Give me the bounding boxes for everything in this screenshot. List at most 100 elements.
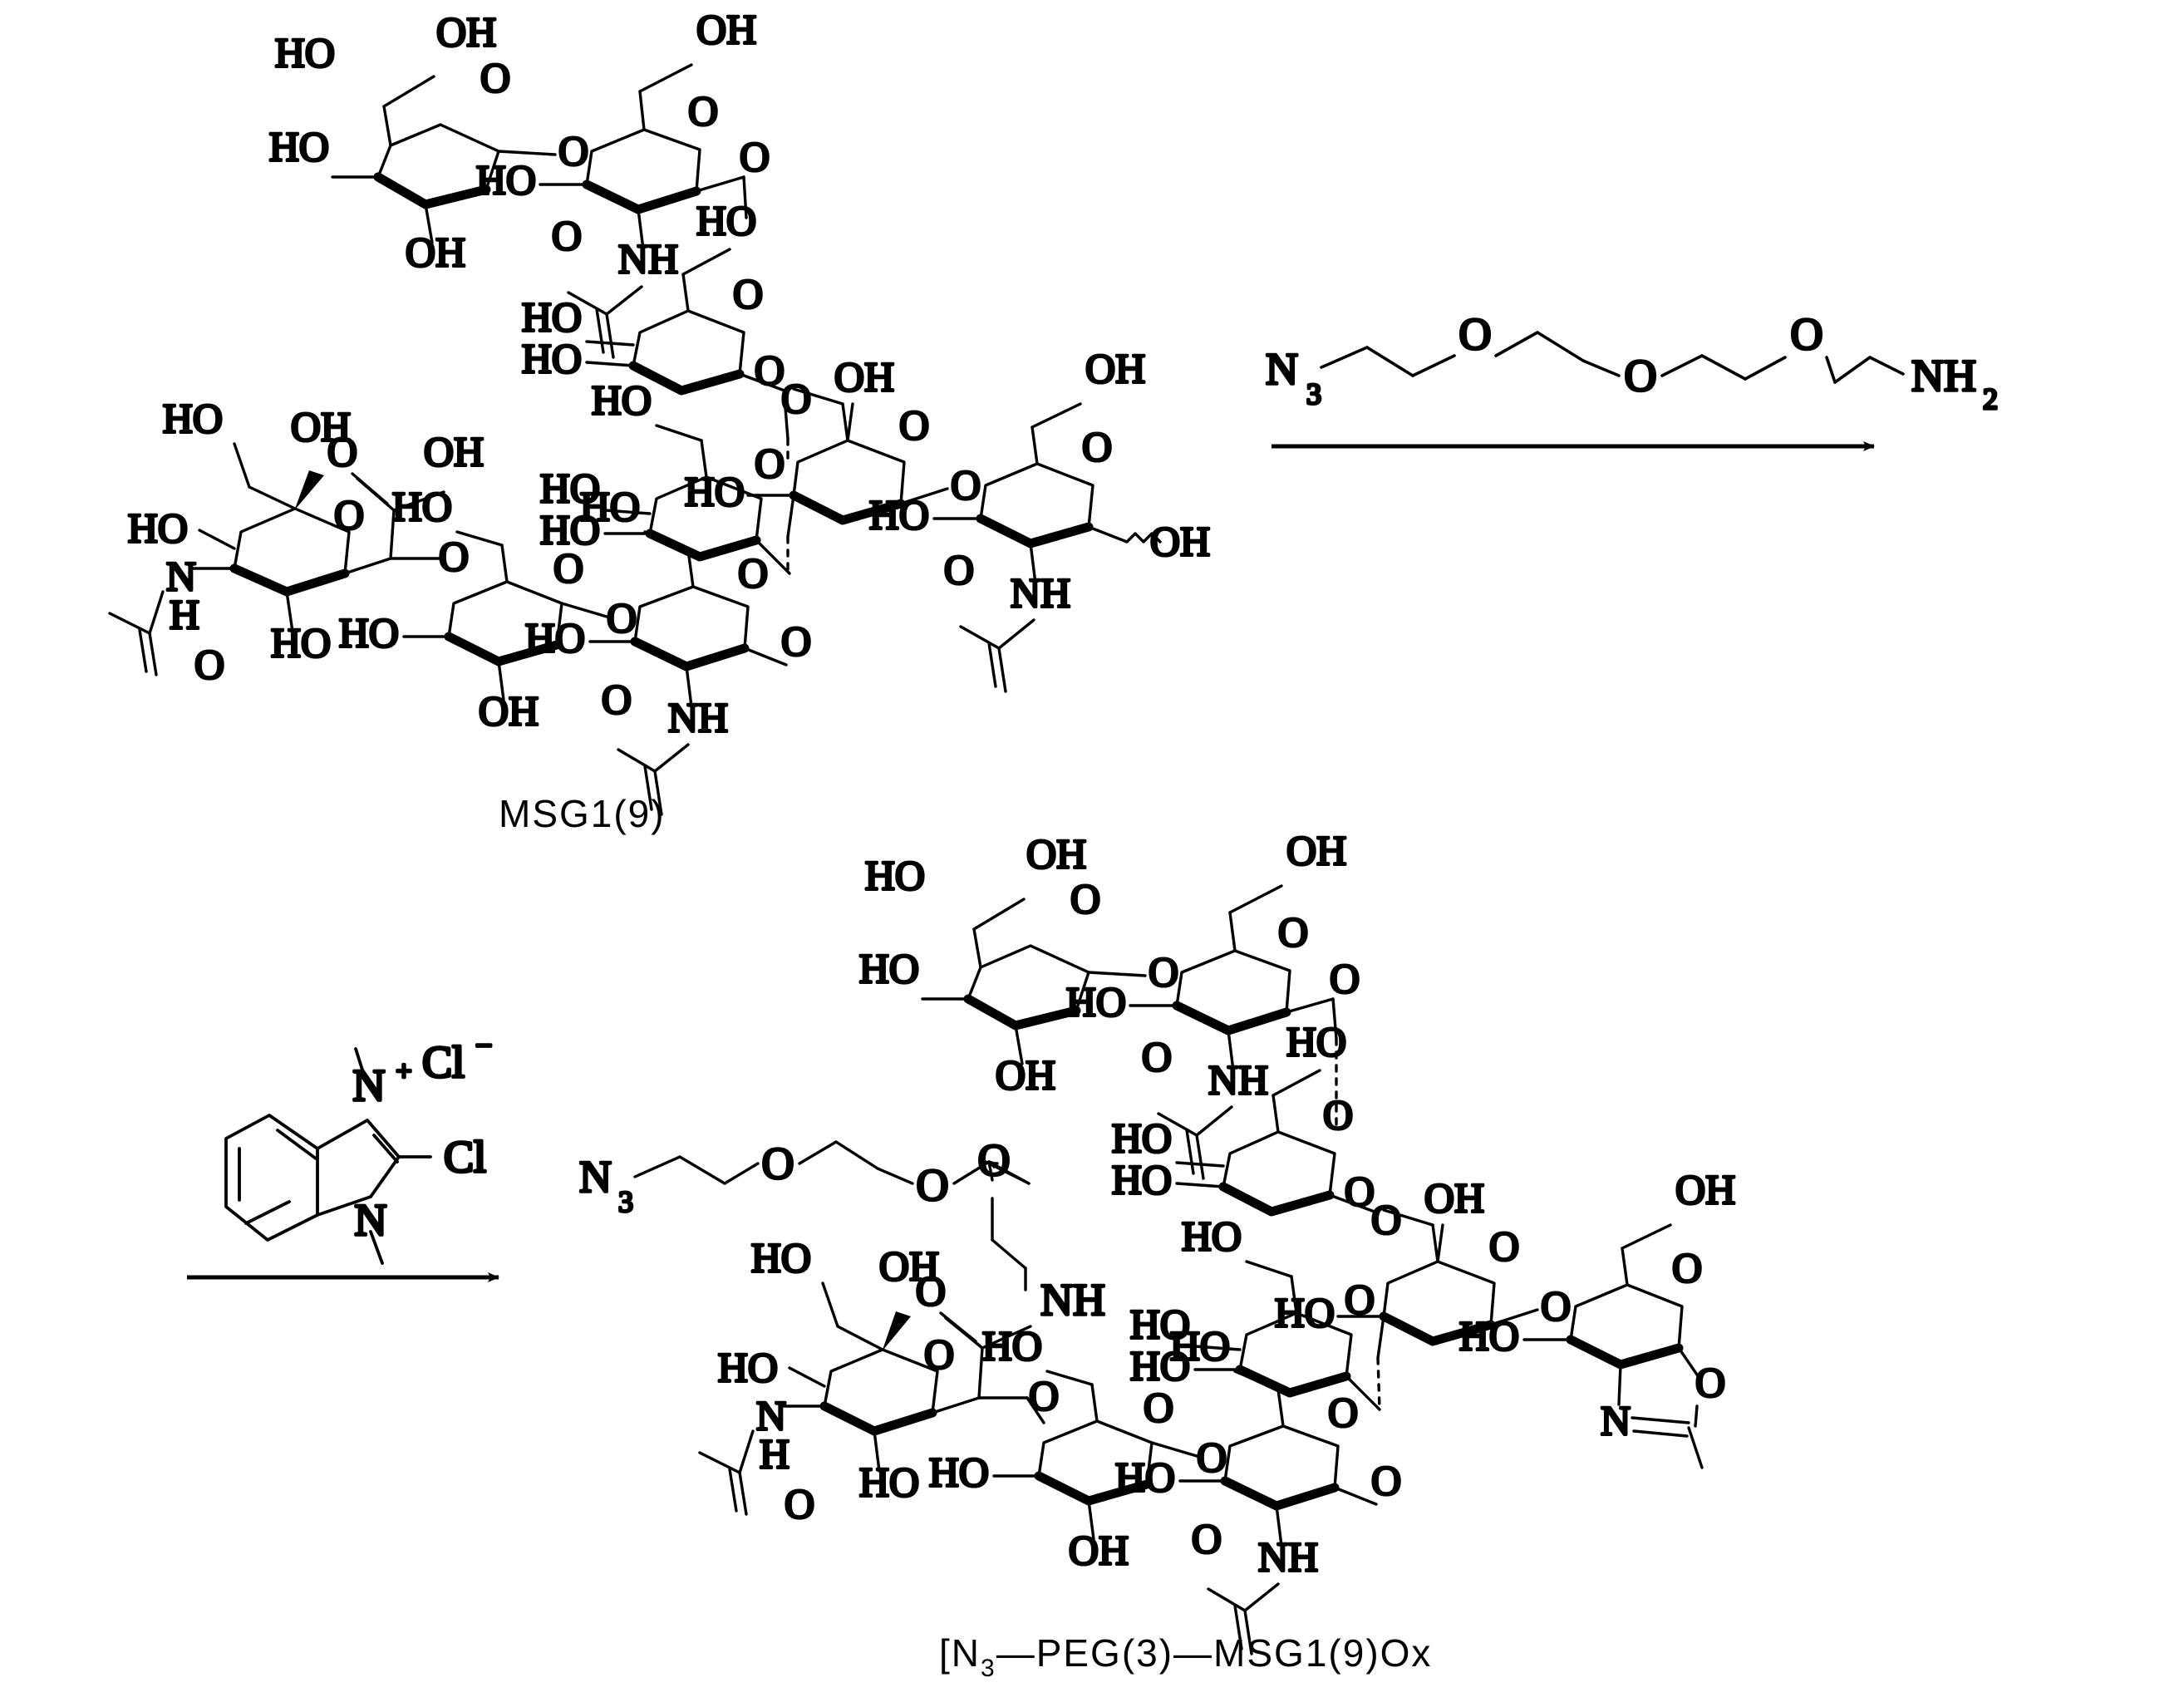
atom-label-oh: OH	[1675, 1166, 1735, 1213]
atom-label-charge-minus: −	[475, 1029, 492, 1062]
atom-label-o: O	[1371, 1196, 1401, 1242]
product-residue-glcnac-lower: HO HO O NH O O	[1114, 1321, 1403, 1655]
atom-label-nh2-sub: 2	[1983, 382, 1998, 416]
atom-label-nh: NH	[1208, 1056, 1268, 1103]
atom-label-n3-sub: 3	[618, 1185, 633, 1218]
residue-glcnac-lower: HO HO O NH O O	[524, 481, 813, 816]
label-product-subscript: 3	[981, 1655, 996, 1682]
atom-label-o-glycosidic: O	[439, 533, 469, 579]
atom-label-oh: OH	[879, 1242, 939, 1289]
atom-label-o-oxazoline: O	[1695, 1359, 1725, 1405]
atom-label-o-carbonyl: O	[552, 212, 582, 258]
atom-label-ho: HO	[1130, 1301, 1190, 1347]
product-residue-gal-upper: HO OH HO OH O O	[858, 829, 1180, 1099]
atom-label-o: O	[480, 54, 510, 101]
product-residue-gal-lower: HO HO O OH O	[927, 1321, 1228, 1574]
atom-label-o-ether: O	[1625, 351, 1657, 401]
atom-label-h: H	[760, 1430, 789, 1477]
atom-label-n3: N	[1266, 344, 1298, 394]
atom-label-n: N	[756, 1392, 786, 1439]
residue-man-upper: HO HO HO O O	[520, 195, 813, 440]
product-residue-man-core: O HO OH O O	[1273, 1166, 1572, 1360]
atom-label-o: O	[740, 133, 770, 180]
atom-label-n: N	[166, 553, 196, 599]
atom-label-o-carbonyl: O	[1192, 1515, 1222, 1562]
atom-label-ho: HO	[751, 1234, 811, 1281]
atom-label-o-glycosidic: O	[951, 461, 981, 508]
residue-man-lower: HO HO HO O	[539, 375, 791, 575]
atom-label-oh: OH	[479, 687, 539, 734]
atom-label-n3: N	[579, 1152, 612, 1202]
atom-label-oh: OH	[996, 1051, 1055, 1098]
atom-label-o-carbonyl: O	[1142, 1033, 1172, 1080]
atom-label-o: O	[781, 617, 811, 664]
product-residue-man-lower: HO HO HO O	[1129, 1211, 1381, 1411]
atom-label-oh: OH	[1424, 1174, 1484, 1221]
atom-label-o: O	[1672, 1244, 1702, 1291]
atom-label-ho: HO	[1275, 1289, 1335, 1336]
atom-label-ho: HO	[522, 293, 582, 340]
atom-label-oh: OH	[696, 6, 756, 52]
label-product: [N3—PEG(3)—MSG1(9)Ox	[939, 1631, 1432, 1683]
atom-label-o: O	[1328, 1389, 1358, 1435]
label-product-rest: —PEG(3)—MSG1(9)Ox	[996, 1631, 1433, 1675]
atom-label-nh: NH	[1011, 569, 1070, 616]
atom-label-ho: HO	[718, 1344, 778, 1390]
atom-label-o-carbonyl: O	[944, 546, 974, 593]
atom-label-o: O	[755, 440, 785, 486]
atom-label-nh: NH	[618, 235, 678, 282]
residue-gal-lower: HO HO O OH O	[337, 481, 638, 735]
reagent-azido-peg3-amine: N 3 O O O NH 2	[1264, 307, 2000, 417]
atom-label-o: O	[1144, 1384, 1173, 1430]
residue-neu5ac: HO OH HO N H HO O OH O O O	[108, 393, 485, 689]
atom-label-ho: HO	[269, 123, 329, 170]
atom-label-ho: HO	[163, 395, 223, 441]
atom-label-o-carbonyl: O	[785, 1480, 814, 1527]
atom-label-o: O	[924, 1331, 954, 1377]
atom-label-o-carbonyl: O	[327, 428, 357, 475]
atom-label-ho: HO	[275, 29, 335, 76]
atom-label-ho: HO	[865, 852, 925, 898]
atom-label-o: O	[334, 491, 364, 538]
atom-label-o: O	[688, 87, 718, 134]
atom-label-ho: HO	[929, 1449, 989, 1495]
atom-label-ho: HO	[982, 1322, 1042, 1369]
atom-label-ho: HO	[476, 156, 536, 203]
atom-label-nh: NH	[668, 694, 728, 740]
label-product-prefix: [N	[939, 1631, 981, 1675]
atom-label-ho: HO	[525, 614, 585, 661]
atom-label-ho: HO	[685, 468, 745, 514]
atom-label-o-glycosidic: O	[1149, 948, 1178, 995]
product-peg3-chain: N 3 O O O NH	[578, 1134, 1106, 1326]
residue-glcnac-upper: OH HO O NH O O	[475, 4, 771, 359]
atom-label-o-glycosidic: O	[1197, 1434, 1227, 1480]
atom-label-ho: HO	[1112, 1114, 1172, 1161]
residue-man-core: O HO OH O O	[683, 345, 982, 539]
atom-label-ho: HO	[128, 504, 188, 551]
atom-label-o: O	[899, 401, 929, 448]
atom-label-o-glycosidic: O	[1029, 1372, 1059, 1419]
atom-label-o-carbonyl: O	[916, 1267, 946, 1314]
atom-label-o-glycosidic: O	[558, 127, 588, 174]
atom-label-ho: HO	[540, 465, 600, 511]
residue-gal-upper: HO OH HO OH O O	[268, 7, 590, 276]
atom-label-n: N	[355, 1195, 387, 1245]
atom-label-o: O	[553, 544, 583, 591]
atom-label-ho: HO	[869, 491, 929, 538]
reagent-dmc: N + N Cl Cl −	[224, 1027, 494, 1265]
atom-label-ho: HO	[271, 619, 331, 666]
atom-label-ho: HO	[339, 609, 399, 656]
atom-label-oh: OH	[291, 403, 351, 450]
atom-label-o: O	[1371, 1457, 1401, 1503]
atom-label-ho: HO	[859, 1459, 919, 1505]
atom-label-o: O	[733, 270, 763, 317]
atom-label-o-carbonyl: O	[602, 676, 632, 722]
atom-label-n-oxazoline: N	[1601, 1397, 1631, 1444]
product-residue-neu5ac: HO OH HO N H HO O O O O	[698, 1232, 1060, 1528]
atom-label-ho: HO	[1130, 1342, 1190, 1389]
atom-label-oh: OH	[406, 229, 465, 275]
atom-label-o: O	[1323, 1091, 1353, 1138]
atom-label-cl-counterion: Cl	[422, 1037, 465, 1087]
atom-label-o: O	[1082, 423, 1112, 470]
atom-label-o-ether: O	[762, 1139, 794, 1188]
